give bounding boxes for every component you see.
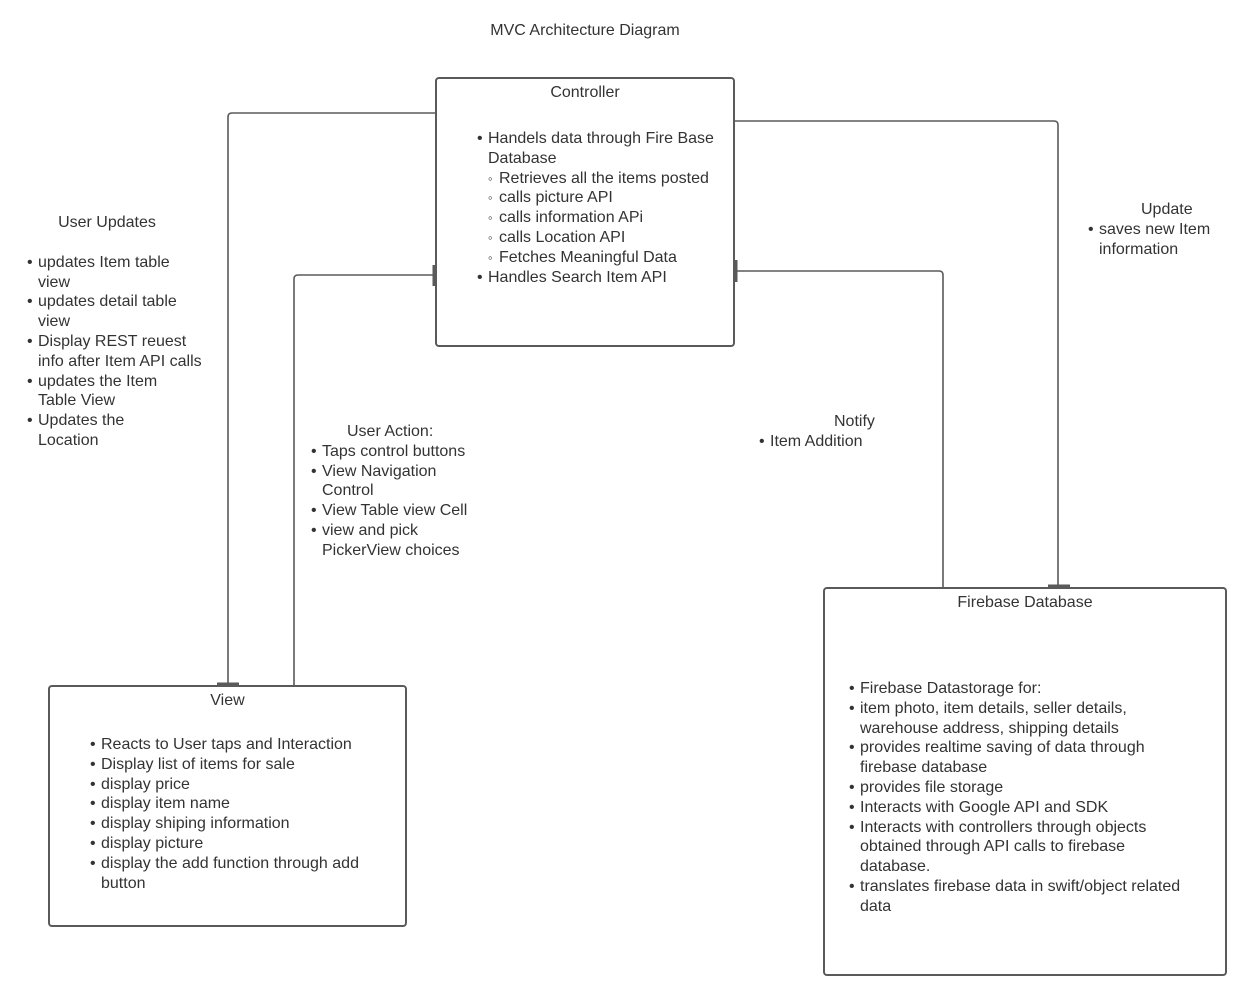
list-item: display item name [90, 794, 380, 814]
user-action-connector [293, 274, 436, 686]
list-item: Interacts with controllers through objec… [849, 818, 1194, 877]
user-updates-list: updates Item table view updates detail t… [27, 253, 207, 451]
view-node: View Reacts to User taps and Interaction… [48, 685, 407, 927]
user-updates-label: User Updates updates Item table view upd… [27, 213, 207, 451]
list-item: Firebase Datastorage for: [849, 679, 1194, 699]
list-item: display the add function through add but… [90, 854, 380, 894]
list-item: updates the Item Table View [27, 372, 173, 412]
sub-list-item: calls information APi [488, 208, 727, 228]
firebase-node: Firebase Database Firebase Datastorage f… [823, 587, 1227, 976]
list-item: Reacts to User taps and Interaction [90, 735, 380, 755]
sub-list-item: calls picture API [488, 188, 727, 208]
sub-list-item: Retrieves all the items posted [488, 169, 727, 189]
list-item: view and pick PickerView choices [311, 521, 472, 561]
list-item: Display list of items for sale [90, 755, 380, 775]
view-list: Reacts to User taps and Interaction Disp… [90, 735, 380, 893]
list-item: updates Item table view [27, 253, 188, 293]
list-item: Taps control buttons [311, 442, 481, 462]
view-title: View [210, 692, 245, 709]
list-item: updates detail table view [27, 292, 193, 332]
list-item: provides file storage [849, 778, 1194, 798]
list-item: display price [90, 775, 380, 795]
controller-list: Handels data through Fire Base Database … [477, 129, 727, 287]
list-item: saves new Item information [1088, 220, 1224, 260]
user-updates-connector [227, 112, 436, 686]
user-action-list: Taps control buttons View Navigation Con… [311, 442, 481, 561]
notify-connector [735, 270, 944, 588]
list-item: translates firebase data in swift/object… [849, 877, 1194, 917]
sub-list: Retrieves all the items posted calls pic… [488, 169, 727, 268]
list-item: item photo, item details, seller details… [849, 699, 1194, 739]
list-item: Updates the Location [27, 411, 148, 451]
notify-list: Item Addition [759, 432, 889, 452]
list-item: View Navigation Control [311, 462, 452, 502]
list-item: display shiping information [90, 814, 380, 834]
user-action-label: User Action: Taps control buttons View N… [311, 422, 481, 561]
update-list: saves new Item information [1088, 220, 1228, 260]
notify-title: Notify [834, 413, 875, 430]
firebase-title: Firebase Database [957, 594, 1093, 611]
list-item: display picture [90, 834, 380, 854]
controller-title: Controller [550, 84, 620, 101]
notify-label: Notify Item Addition [759, 412, 889, 452]
update-title: Update [1141, 201, 1193, 218]
sub-list-item: Fetches Meaningful Data [488, 248, 727, 268]
update-connector [735, 120, 1059, 588]
list-item: Interacts with Google API and SDK [849, 798, 1194, 818]
list-item: Handels data through Fire Base Database … [477, 129, 727, 268]
list-item: Item Addition [759, 432, 889, 452]
update-label: Update saves new Item information [1088, 200, 1228, 259]
firebase-list: Firebase Datastorage for: item photo, it… [849, 679, 1194, 917]
controller-node: Controller Handels data through Fire Bas… [435, 77, 735, 347]
user-action-title: User Action: [347, 423, 434, 440]
list-item: View Table view Cell [311, 501, 481, 521]
list-item: Display REST reuest info after Item API … [27, 332, 203, 372]
sub-list-item: calls Location API [488, 228, 727, 248]
list-item: Handles Search Item API [477, 268, 727, 288]
list-item: provides realtime saving of data through… [849, 738, 1194, 778]
user-updates-title: User Updates [58, 214, 156, 231]
diagram-title: MVC Architecture Diagram [490, 22, 680, 39]
